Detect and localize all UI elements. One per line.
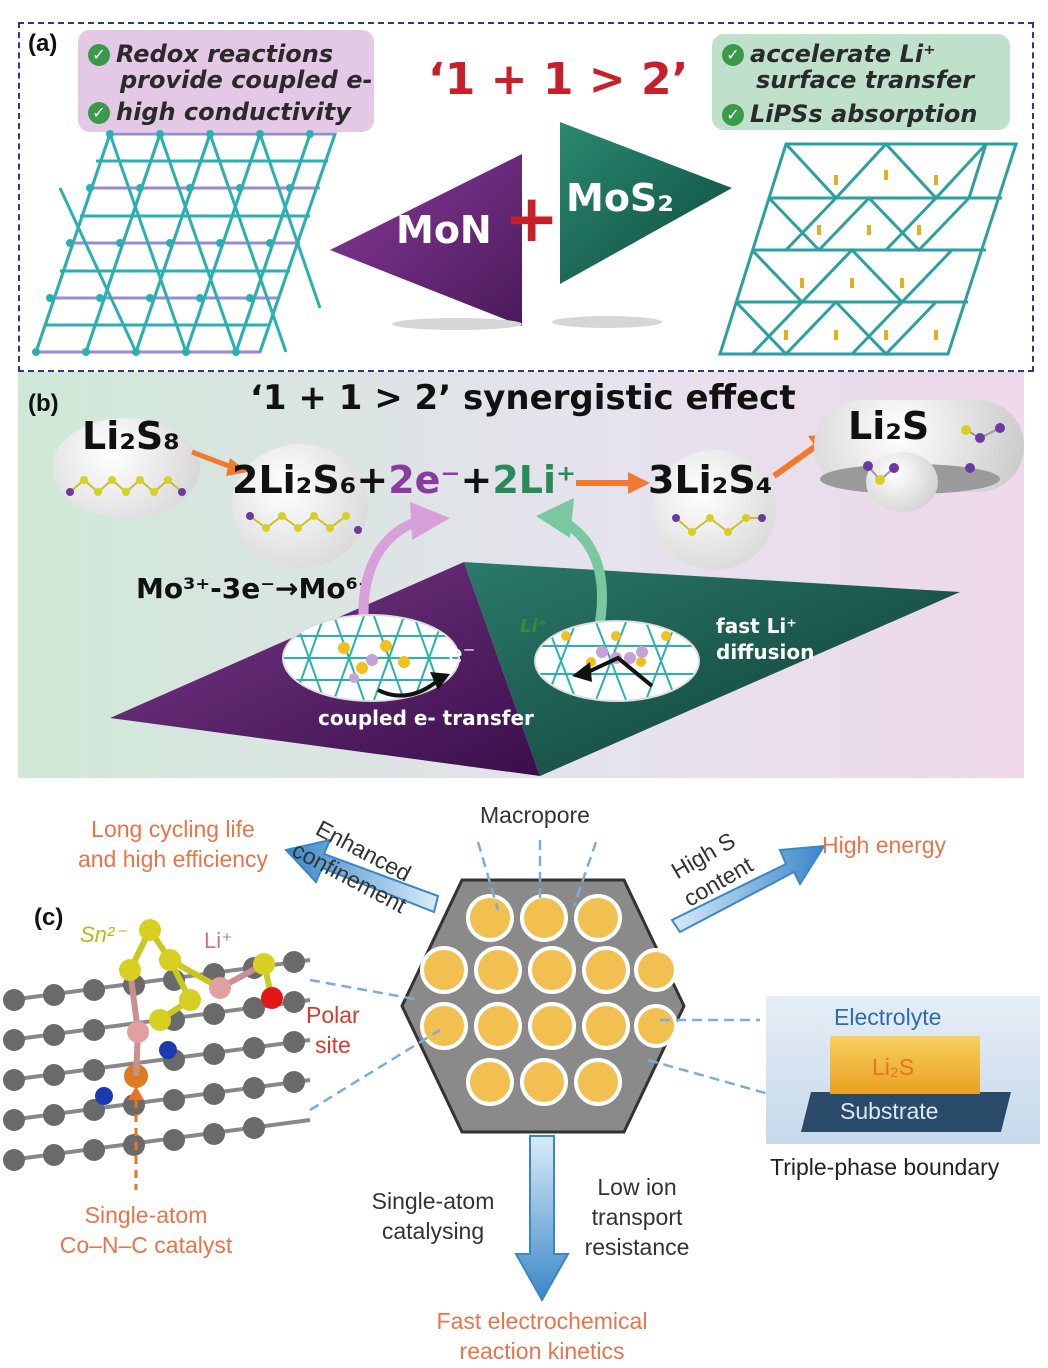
polar-site-label: Polar site xyxy=(306,1000,360,1060)
mos2-triangle xyxy=(560,122,732,284)
catalyst-line2: Co–N–C catalyst xyxy=(59,1232,233,1258)
check-icon: ✓ xyxy=(88,102,110,124)
mon-zoom-lattice xyxy=(284,616,458,700)
panel-b-label: (b) xyxy=(28,390,59,417)
left-info-line2: provide coupled e- xyxy=(120,66,373,94)
single-atom-lattice xyxy=(3,919,311,1190)
mos2-label: MoS₂ xyxy=(566,176,674,220)
li2s8-bubble xyxy=(52,418,200,518)
single-atom-catalyst-label: Single-atom Co–N–C catalyst xyxy=(46,1200,246,1260)
eq-plus: + xyxy=(460,458,493,502)
equation: 2Li₂S₆+2e⁻+2Li⁺ xyxy=(232,458,576,502)
low-ion-line2: transport xyxy=(591,1204,683,1230)
li2s6-chain xyxy=(246,512,362,534)
li2s4-label: 3Li₂S₄ xyxy=(648,458,773,502)
catalysing-line2: catalysing xyxy=(381,1218,485,1244)
panel-a-border xyxy=(18,22,1034,372)
panel-a-label: (a) xyxy=(28,30,58,57)
sulfur-label: Sn²⁻ xyxy=(80,922,126,947)
fast-kinetics-label: Fast electrochemical reaction kinetics xyxy=(402,1306,682,1366)
macroporous-host xyxy=(400,878,686,1134)
panel-b-title: ‘1 + 1 > 2’ synergistic effect xyxy=(250,378,796,418)
shadow-right xyxy=(552,316,662,328)
panel-a: (a) ✓Redox reactions provide coupled e- … xyxy=(0,0,1048,372)
panel-a-title: ‘1 + 1 > 2’ xyxy=(428,54,689,105)
li2s-block-label: Li₂S xyxy=(872,1054,915,1080)
li2s6-bubble xyxy=(232,444,368,568)
mo-reaction: Mo³⁺-3e⁻→Mo⁶⁺ xyxy=(136,572,373,605)
polar-line2: site xyxy=(314,1032,351,1058)
low-ion-line3: resistance xyxy=(584,1234,690,1260)
lithium-label: Li⁺ xyxy=(520,616,548,637)
lithium-flow-arrow xyxy=(572,655,654,688)
li2s8-label: Li₂S₈ xyxy=(82,414,180,458)
catalysing-line1: Single-atom xyxy=(371,1188,495,1214)
plus-sign: + xyxy=(504,180,560,257)
lithium-uptake-arrow xyxy=(536,498,608,623)
electron-uptake-arrow xyxy=(358,502,450,627)
fast-kinetics-line2: reaction kinetics xyxy=(459,1338,625,1364)
polar-line1: Polar xyxy=(306,1002,360,1028)
long-life-label: Long cycling life and high efficiency xyxy=(60,814,286,874)
right-info-line1: ✓accelerate Li⁺ xyxy=(722,40,936,68)
lithium-ion-label: Li⁺ xyxy=(204,928,233,953)
arrow-to-long-life xyxy=(284,838,440,914)
arrow-to-li2s4 xyxy=(576,472,650,494)
mon-triangle xyxy=(330,154,522,326)
li2s-molecules xyxy=(863,423,1005,485)
left-info-box xyxy=(78,30,374,132)
eq-electrons: 2e⁻ xyxy=(388,458,461,502)
high-energy-label: High energy xyxy=(822,832,947,858)
panel-c-label: (c) xyxy=(34,904,64,931)
check-icon: ✓ xyxy=(722,104,744,126)
mon-lattice xyxy=(32,130,338,356)
electrolyte-label: Electrolyte xyxy=(834,1004,942,1030)
eq-lithium: 2Li⁺ xyxy=(492,458,577,502)
substrate-label: Substrate xyxy=(840,1098,939,1124)
long-life-line1: Long cycling life xyxy=(91,816,255,842)
arrow-to-fast-kinetics xyxy=(514,1135,570,1303)
li2s4-bubble xyxy=(652,450,776,570)
fast-diffusion-line1: fast Li⁺ xyxy=(716,614,797,638)
li2s-label: Li₂S xyxy=(848,404,930,448)
li2s-block xyxy=(830,1036,980,1094)
left-info-line3: ✓high conductivity xyxy=(88,98,351,126)
mos2-lattice xyxy=(717,141,1019,357)
catalyst-line1: Single-atom xyxy=(84,1202,208,1228)
fast-kinetics-line1: Fast electrochemical xyxy=(436,1308,648,1334)
single-atom-catalysing-label: Single-atom catalysing xyxy=(358,1186,508,1246)
li2s4-chain xyxy=(672,514,766,536)
right-info-line2: surface transfer xyxy=(756,66,975,94)
mon-label: MoN xyxy=(396,208,492,252)
left-info-line1: ✓Redox reactions xyxy=(88,40,333,68)
check-icon: ✓ xyxy=(722,44,744,66)
low-ion-line1: Low ion xyxy=(597,1174,677,1200)
long-life-line2: and high efficiency xyxy=(77,846,269,872)
fast-diffusion-line2: diffusion xyxy=(716,640,815,664)
mos2-surface-zoom xyxy=(534,620,700,702)
macropore-label: Macropore xyxy=(480,802,590,828)
triple-phase-label: Triple-phase boundary xyxy=(770,1154,1000,1180)
eq-li2s6: 2Li₂S₆+ xyxy=(232,458,389,502)
arrow-to-high-energy xyxy=(670,844,826,934)
arrow-li2s8-to-li2s6 xyxy=(191,449,248,476)
li2s8-chain xyxy=(66,476,186,496)
coupled-transfer-label: coupled e- transfer xyxy=(318,706,534,730)
leader-lines xyxy=(309,840,791,1112)
check-icon: ✓ xyxy=(88,44,110,66)
shadow-left xyxy=(392,318,522,330)
right-info-box xyxy=(712,34,1010,130)
electron-flow-arrow xyxy=(377,672,450,698)
electron-label: e⁻ xyxy=(448,640,476,668)
low-ion-label: Low ion transport resistance xyxy=(572,1172,702,1262)
right-info-line3: ✓LiPSs absorption xyxy=(722,100,977,128)
